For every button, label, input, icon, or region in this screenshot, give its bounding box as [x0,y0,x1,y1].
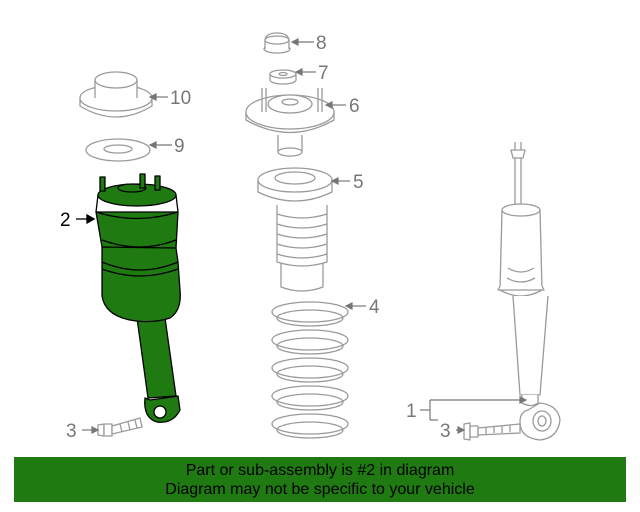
part-8-cap [263,32,291,54]
banner-line-1: Part or sub-assembly is #2 in diagram [185,461,455,479]
callout-7[interactable]: 7 [318,63,329,84]
callout-8[interactable]: 8 [316,33,327,54]
part-3-bolt-right [463,422,521,441]
part-2-air-strut-highlighted [95,173,181,423]
info-banner: Part or sub-assembly is #2 in diagram Di… [14,457,626,502]
callout-6[interactable]: 6 [349,96,360,117]
banner-line-2: Diagram may not be specific to your vehi… [165,480,475,498]
part-1-shock-absorber [497,142,561,441]
part-10-mount-cap [79,71,153,118]
part-6-upper-support [245,88,335,157]
callout-3-right[interactable]: 3 [440,421,451,442]
part-4-coil-spring [271,301,349,439]
callout-2[interactable]: 2 [60,210,71,231]
callout-4[interactable]: 4 [369,297,380,318]
callout-3-left[interactable]: 3 [66,421,77,442]
callout-9[interactable]: 9 [174,136,185,157]
callout-10[interactable]: 10 [170,88,191,109]
part-5-dust-boot [257,167,333,292]
callout-5[interactable]: 5 [353,172,364,193]
part-7-nut [269,69,297,85]
part-3-bolt-left [97,417,143,437]
part-9-washer [85,138,151,162]
callout-1[interactable]: 1 [406,401,417,422]
